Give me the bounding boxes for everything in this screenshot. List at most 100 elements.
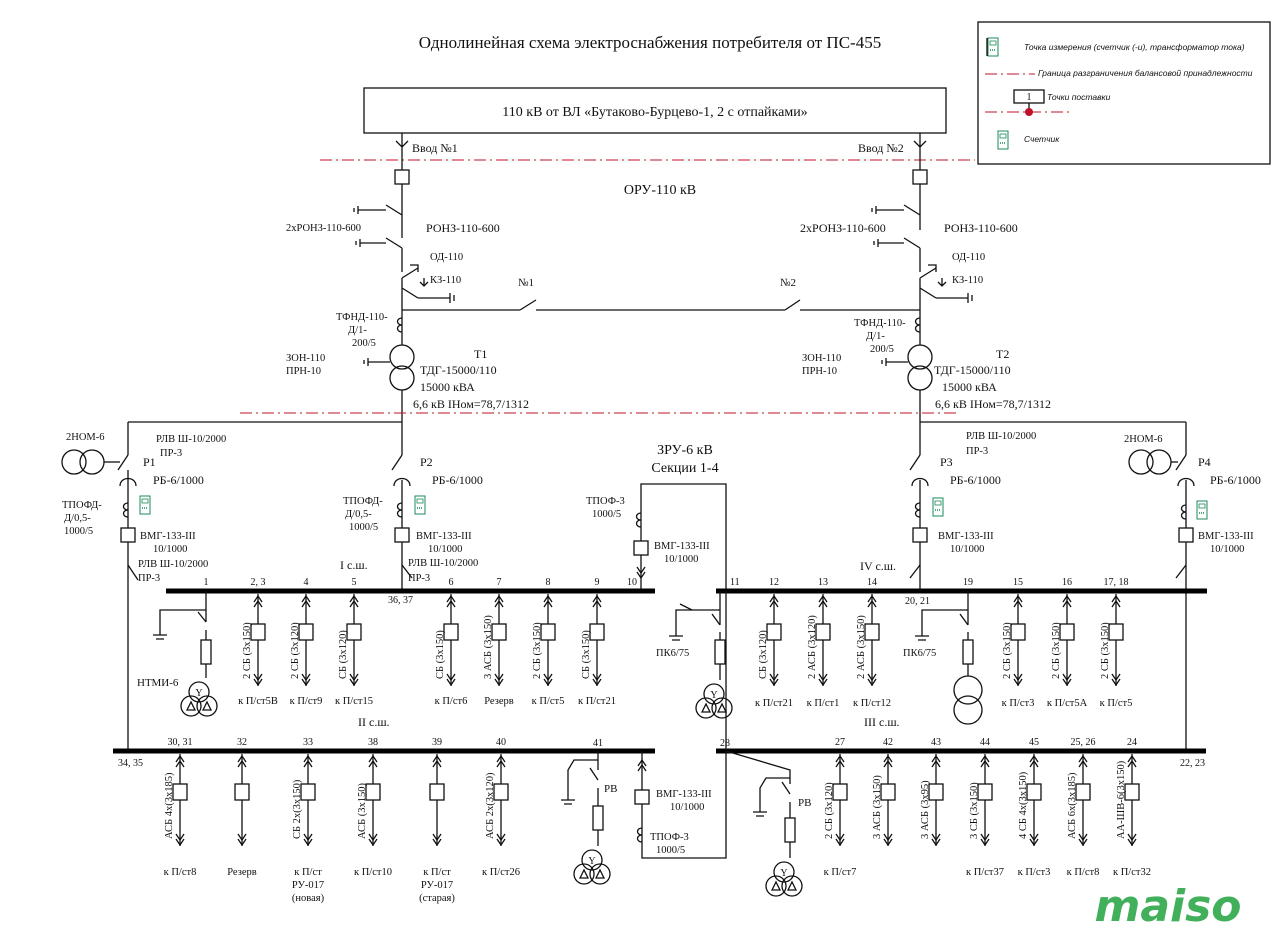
feeder-number: 45 bbox=[1029, 737, 1039, 748]
feeder-destination: РУ-017 bbox=[292, 880, 324, 891]
feeder-cable: СБ (3х120) bbox=[338, 630, 349, 679]
p1-tt-3: 1000/5 bbox=[64, 526, 93, 537]
node-36-37: 36, 37 bbox=[388, 595, 413, 606]
p1-rlv-2: ПР-3 bbox=[160, 448, 182, 459]
feeder-destination: к П/ст1 bbox=[807, 698, 840, 709]
feeder-cable: 2 АСБ (3х120) bbox=[807, 615, 818, 679]
p1-nom: 2НОМ-6 bbox=[66, 432, 105, 443]
feeder-switch bbox=[493, 783, 509, 801]
feeder-destination: к П/ст32 bbox=[1113, 867, 1151, 878]
feeder-switch bbox=[1010, 623, 1026, 641]
p2-rlv2-1: РЛВ Ш-10/2000 bbox=[408, 558, 478, 569]
feeder-number: 17, 18 bbox=[1104, 577, 1129, 588]
feeder-cable: 4 СБ 4х(3х150) bbox=[1018, 771, 1029, 839]
left-tfnd-1: ТФНД-110- bbox=[336, 312, 388, 323]
p3-rlv-2: ПР-3 bbox=[966, 446, 988, 457]
p4-vmg-2: 10/1000 bbox=[1210, 544, 1244, 555]
p4-rb: РБ-6/1000 bbox=[1210, 473, 1261, 487]
legend-boundary: Граница разграничения балансовой принадл… bbox=[1038, 68, 1253, 78]
right-ronz-b: РОНЗ-110-600 bbox=[944, 221, 1018, 235]
feeder: 152 СБ (3х150)к П/ст3 bbox=[1002, 577, 1035, 709]
right-od: ОД-110 bbox=[952, 252, 985, 263]
feeder-number: 27 bbox=[835, 737, 845, 748]
source-line: 110 кВ от ВЛ «Бутаково-Бурцево-1, 2 с от… bbox=[502, 105, 807, 120]
feeder-switch bbox=[172, 783, 188, 801]
feeder: 6СБ (3х150)к П/ст6 bbox=[435, 577, 468, 707]
feeder-destination: Резерв bbox=[484, 696, 514, 707]
p2-rb: РБ-6/1000 bbox=[432, 473, 483, 487]
feeder-switch bbox=[928, 783, 944, 801]
p2-tt-2: Д/0,5- bbox=[345, 509, 372, 520]
right-kz: КЗ-110 bbox=[952, 275, 983, 286]
left-od: ОД-110 bbox=[430, 252, 463, 263]
node-28: 28 bbox=[720, 738, 730, 749]
p2-vmg-1: ВМГ-133-III bbox=[416, 531, 472, 542]
legend: Точка измерения (счетчик (-и), трансформ… bbox=[977, 21, 1271, 165]
feeder-destination: к П/ст8 bbox=[1067, 867, 1100, 878]
rv2-group: РВ bbox=[725, 750, 811, 897]
p4-vmg-1: ВМГ-133-III bbox=[1198, 531, 1254, 542]
feeder-cable: 3 АСБ (3х150) bbox=[872, 775, 883, 839]
feeder-destination: к П/ст5 bbox=[532, 696, 565, 707]
left-zon-1: ЗОН-110 bbox=[286, 353, 325, 364]
rv1-group: 41 РВ ВМГ-133-III 10/1000 ТПОФ-3 1000/5 bbox=[561, 591, 727, 885]
feeder-number: 7 bbox=[497, 577, 502, 588]
ntmi-feeder: 1 НТМИ-6 bbox=[137, 577, 218, 717]
bridge-n2: №2 bbox=[780, 277, 796, 289]
feeder-destination: к П/ст26 bbox=[482, 867, 520, 878]
feeder-switch bbox=[1059, 623, 1075, 641]
feeder-number: 42 bbox=[883, 737, 893, 748]
p3-rlv-1: РЛВ Ш-10/2000 bbox=[966, 431, 1036, 442]
right-tfnd-1: ТФНД-110- bbox=[854, 318, 906, 329]
feeder-destination: к П/ст3 bbox=[1018, 867, 1051, 878]
right-t: Т2 bbox=[996, 347, 1009, 361]
feeder-number: 13 bbox=[818, 577, 828, 588]
p1-chain: 2НОМ-6 РЛВ Ш-10/2000 ПР-3 Р1 РБ-6/1000 Т… bbox=[61, 422, 226, 752]
meter-legend-icon bbox=[997, 130, 1009, 150]
feeder-number: 43 bbox=[931, 737, 941, 748]
feeder-num-41: 41 bbox=[593, 738, 603, 749]
feeder-cable: СБ (3х150) bbox=[581, 630, 592, 679]
p1-tt-1: ТПОФД- bbox=[62, 500, 102, 511]
pk1-group: ПК6/75 bbox=[656, 591, 733, 719]
left-inom: 6,6 кВ IНом=78,7/1312 bbox=[413, 397, 529, 411]
delivery-point-box-2 bbox=[912, 169, 928, 185]
right-tfnd-2: Д/1- bbox=[866, 331, 885, 342]
left-kva: 15000 кВА bbox=[420, 380, 475, 394]
legend-delivery: Точки поставки bbox=[1047, 92, 1111, 102]
pk1-label: ПК6/75 bbox=[656, 648, 689, 659]
node-10: 10 bbox=[627, 577, 637, 588]
feeder-number: 39 bbox=[432, 737, 442, 748]
p4-nom: 2НОМ-6 bbox=[1124, 434, 1163, 445]
feeder-destination: к П/ст21 bbox=[755, 698, 793, 709]
feeder-destination: к П/ст bbox=[294, 867, 322, 878]
feeder-cable: 2 СБ (3х150) bbox=[1100, 622, 1111, 679]
feeder-cable: 2 СБ (3х150) bbox=[242, 622, 253, 679]
p1-vmg-2: 10/1000 bbox=[153, 544, 187, 555]
delivery-point-box-1 bbox=[394, 169, 410, 185]
feeder-switch bbox=[443, 623, 459, 641]
feeder-destination: (новая) bbox=[292, 893, 325, 904]
feeder-cable: СБ 2х(3х150) bbox=[292, 779, 303, 839]
zru-tpof-1: ТПОФ-3 bbox=[586, 496, 625, 507]
zru-label-2: Секции 1-4 bbox=[651, 461, 718, 476]
node-34-35: 34, 35 bbox=[118, 758, 143, 769]
feeder-cable: 2 СБ (3х150) bbox=[1051, 622, 1062, 679]
feeder: 82 СБ (3х150)к П/ст5 bbox=[532, 577, 565, 707]
feeder-destination: к П/ст21 bbox=[578, 696, 616, 707]
p2-tt-1: ТПОФД- bbox=[343, 496, 383, 507]
feeder-number: 40 bbox=[496, 737, 506, 748]
feeder-destination: к П/ст9 bbox=[290, 696, 323, 707]
feeder-switch bbox=[1026, 783, 1042, 801]
zru-vmg-1: ВМГ-133-III bbox=[654, 541, 710, 552]
feeder-number: 24 bbox=[1127, 737, 1137, 748]
feeder-switch bbox=[1124, 783, 1140, 801]
rv2-label: РВ bbox=[798, 797, 811, 809]
